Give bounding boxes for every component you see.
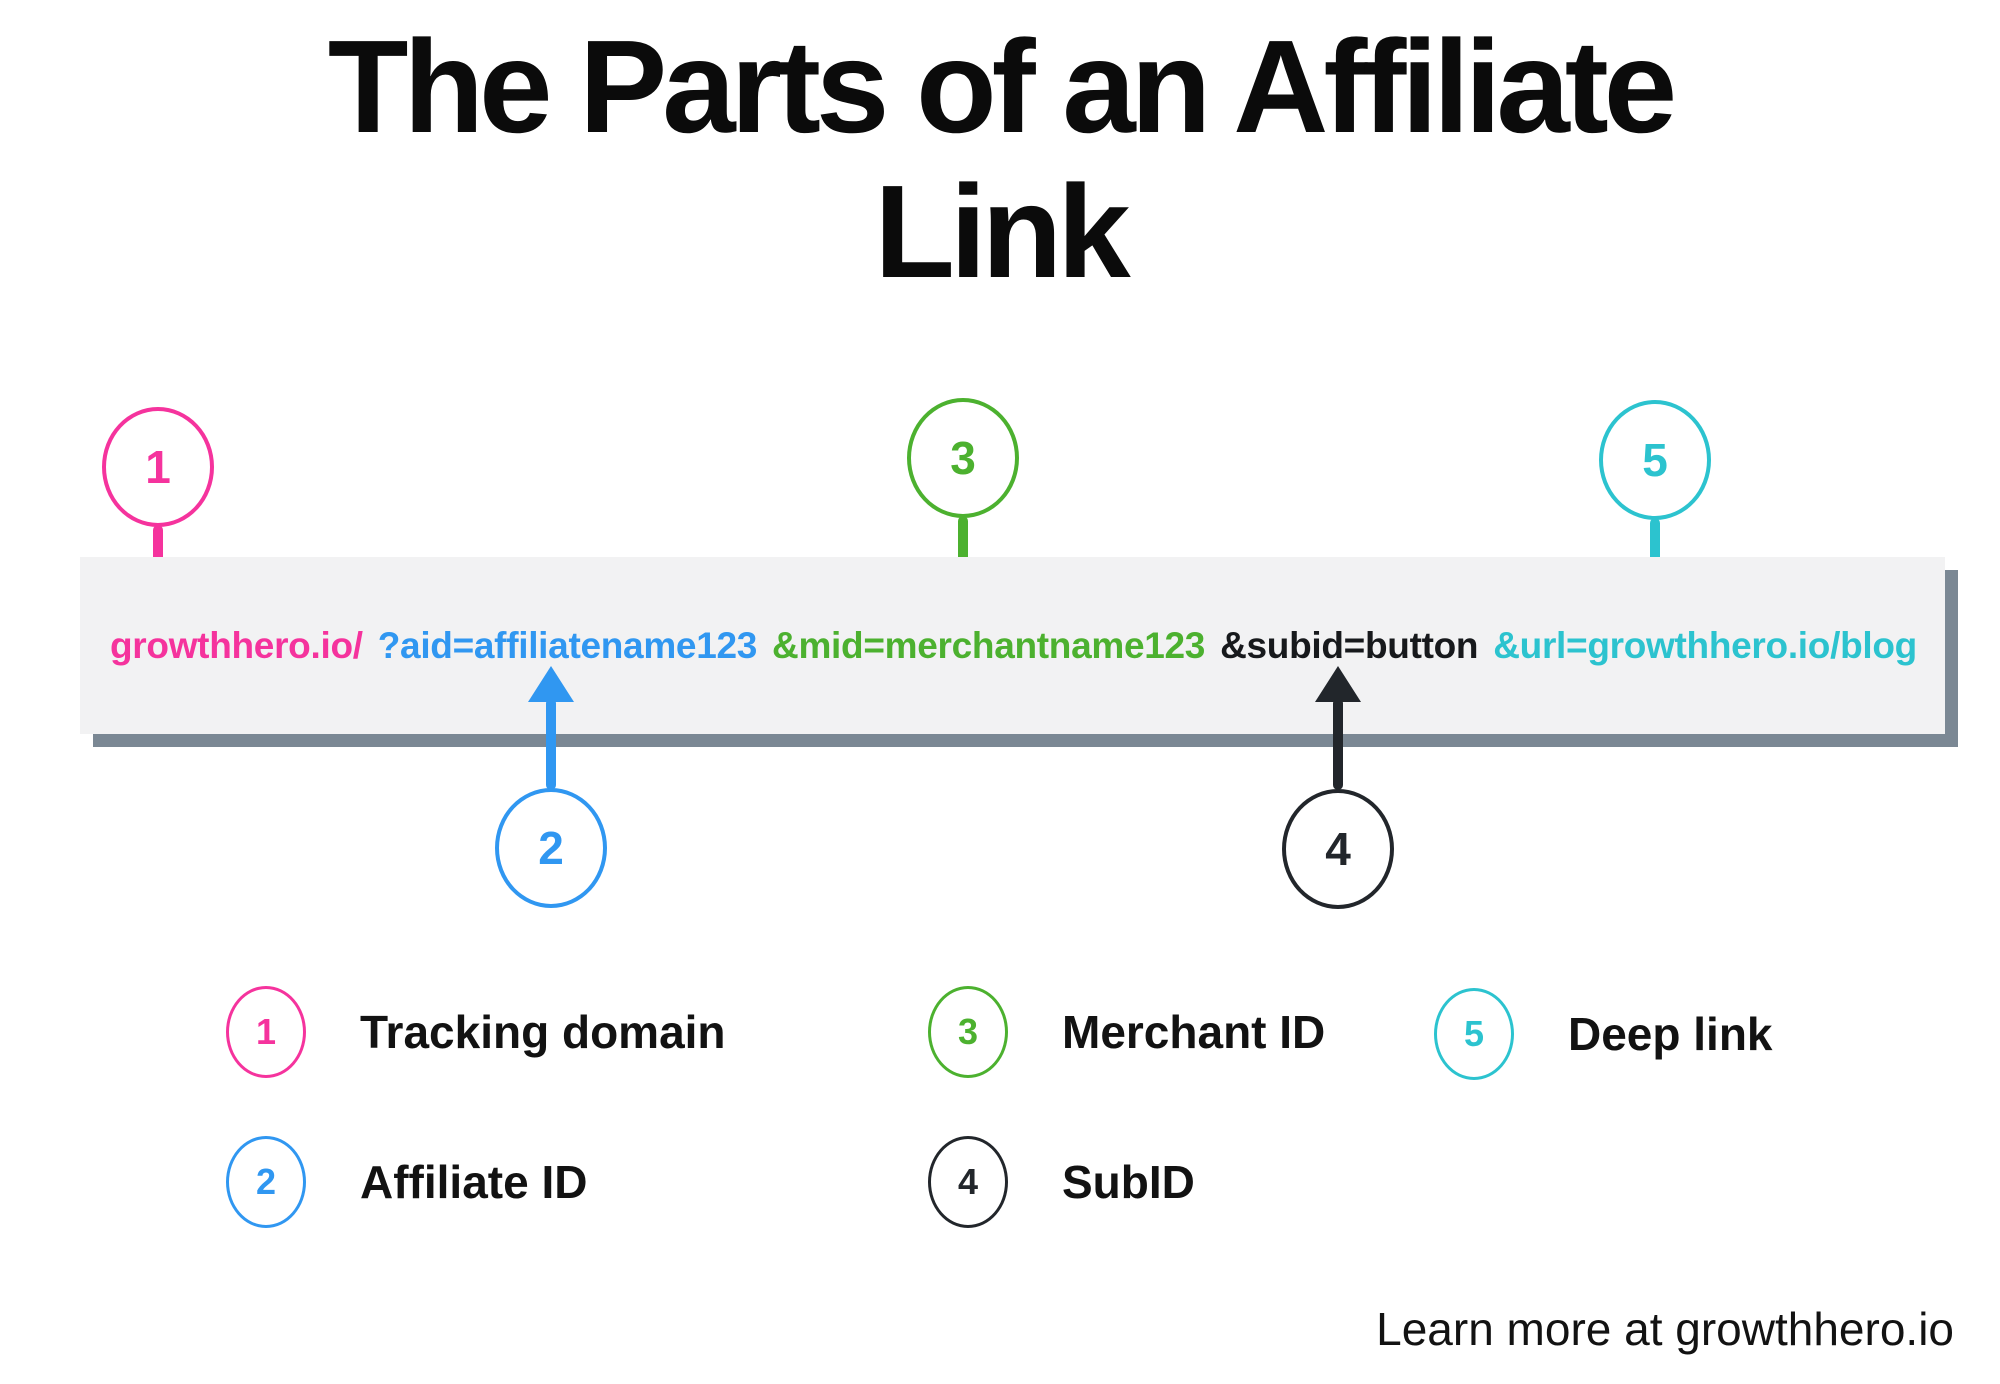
legend-badge-2: 2	[226, 1136, 306, 1228]
legend-badge-3: 3	[928, 986, 1008, 1078]
title-line-2: Link	[874, 158, 1130, 306]
url-bar: growthhero.io/ ?aid=affiliatename123 &mi…	[80, 557, 1945, 734]
legend-item-subid: 4 SubID	[928, 1136, 1195, 1228]
url-part-subid: &subid=button	[1220, 624, 1479, 666]
legend-label-affiliate-id: Affiliate ID	[360, 1156, 588, 1208]
url-part-affiliate-id: ?aid=affiliatename123	[377, 624, 758, 666]
url-part-deep-link: &url=growthhero.io/blog	[1493, 624, 1917, 666]
legend-badge-4: 4	[928, 1136, 1008, 1228]
callout-4-arrow-shaft	[1333, 698, 1343, 790]
title-line-1: The Parts of an Affiliate	[327, 13, 1677, 160]
legend-item-merchant-id: 3 Merchant ID	[928, 986, 1325, 1078]
footer-text: Learn more at growthhero.io	[1376, 1303, 1954, 1355]
legend-item-affiliate-id: 2 Affiliate ID	[226, 1136, 587, 1228]
legend-label-tracking-domain: Tracking domain	[360, 1006, 726, 1058]
callout-2-arrowhead-up-icon	[528, 666, 574, 702]
legend-label-subid: SubID	[1062, 1156, 1195, 1208]
legend-label-deep-link: Deep link	[1568, 1008, 1773, 1060]
callout-circle-2: 2	[495, 788, 607, 908]
url-part-tracking-domain: growthhero.io/	[110, 624, 363, 666]
legend-badge-5: 5	[1434, 988, 1514, 1080]
legend-badge-1: 1	[226, 986, 306, 1078]
legend-item-tracking-domain: 1 Tracking domain	[226, 986, 726, 1078]
callout-circle-3: 3	[907, 398, 1019, 518]
callout-2-arrow-shaft	[546, 698, 556, 790]
callout-4-arrowhead-up-icon	[1315, 666, 1361, 702]
page-title: The Parts of an Affiliate Link	[0, 13, 2000, 306]
callout-circle-1: 1	[102, 407, 214, 527]
legend-item-deep-link: 5 Deep link	[1434, 988, 1773, 1080]
url-part-merchant-id: &mid=merchantname123	[772, 624, 1206, 666]
legend-label-merchant-id: Merchant ID	[1062, 1006, 1326, 1058]
callout-circle-4: 4	[1282, 789, 1394, 909]
callout-circle-5: 5	[1599, 400, 1711, 520]
